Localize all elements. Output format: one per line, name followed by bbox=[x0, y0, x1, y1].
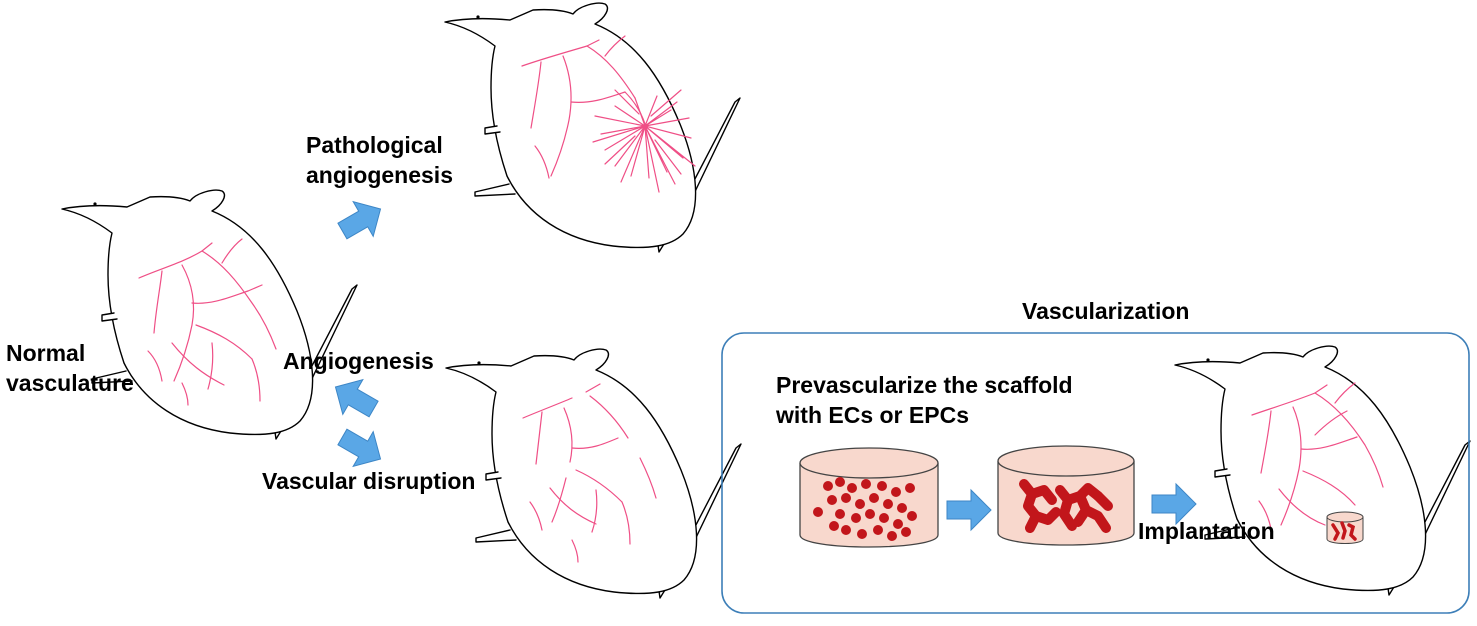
arrow-dish-to-dish bbox=[946, 489, 992, 531]
label-vascular-disruption: Vascular disruption bbox=[262, 468, 476, 494]
arrow-icon bbox=[331, 191, 392, 249]
mouse-implanted bbox=[1174, 345, 1471, 596]
mouse-icon bbox=[444, 2, 741, 253]
disrupted-vessel-network bbox=[522, 383, 657, 563]
label-prevascularize-line2: with ECs or EPCs bbox=[776, 402, 969, 428]
implanted-scaffold bbox=[1326, 511, 1364, 544]
mouse-icon bbox=[61, 189, 358, 440]
label-prevascularize: Prevascularize the scaffold with ECs or … bbox=[776, 370, 1073, 430]
label-pathological-line1: Pathological bbox=[306, 132, 443, 158]
cell-dot-icon bbox=[1019, 479, 1113, 533]
label-implantation: Implantation bbox=[1138, 518, 1275, 544]
cell-dot-icon bbox=[813, 477, 917, 541]
label-normal-line1: Normal bbox=[6, 340, 86, 366]
arrow-to-angiogenesis bbox=[324, 369, 385, 427]
arrow-icon bbox=[324, 369, 385, 427]
mouse-icon bbox=[1174, 345, 1471, 596]
mouse-disrupted bbox=[445, 348, 742, 599]
label-prevascularize-line1: Prevascularize the scaffold bbox=[776, 372, 1073, 398]
label-normal-line2: vasculature bbox=[6, 370, 134, 396]
pathological-vessel-network bbox=[521, 35, 696, 193]
label-pathological-angiogenesis: Pathological angiogenesis bbox=[306, 130, 453, 190]
culture-dish-dispersed bbox=[799, 447, 939, 548]
label-vascularization-title: Vascularization bbox=[1022, 298, 1190, 324]
mouse-normal bbox=[61, 189, 358, 440]
implanted-vessel-network bbox=[1251, 382, 1384, 530]
mouse-pathological bbox=[444, 2, 741, 253]
label-angiogenesis: Angiogenesis bbox=[283, 348, 434, 374]
label-pathological-line2: angiogenesis bbox=[306, 162, 453, 188]
label-normal-vasculature: Normal vasculature bbox=[6, 338, 134, 398]
vascularization-panel bbox=[721, 332, 1470, 614]
culture-dish-networked bbox=[997, 445, 1135, 546]
normal-vessel-network bbox=[138, 238, 277, 406]
arrow-icon bbox=[946, 489, 992, 531]
arrow-to-pathological bbox=[331, 191, 392, 249]
cell-dot-icon bbox=[1331, 521, 1357, 541]
mouse-icon bbox=[445, 348, 742, 599]
